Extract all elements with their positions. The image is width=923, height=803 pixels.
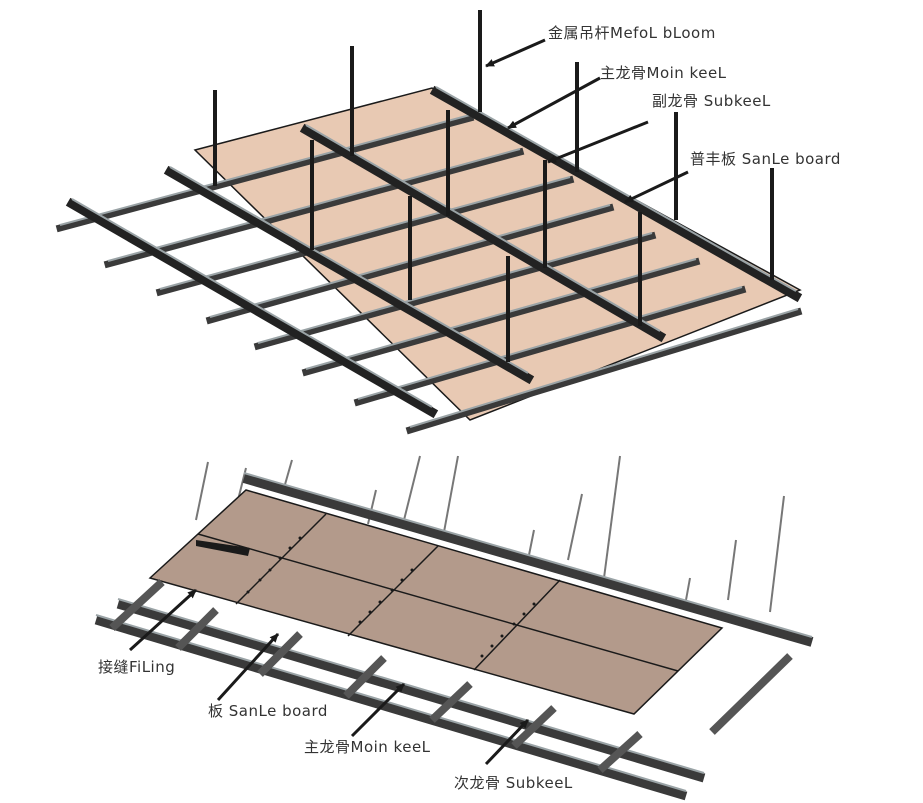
bottom-sub-keel: [597, 731, 643, 773]
label-board-bottom: 板 SanLe board: [208, 702, 328, 720]
label-sub-keel-bottom: 次龙骨 SubkeeL: [454, 774, 573, 792]
label-main-keel-top: 主龙骨Moin keeL: [600, 64, 727, 82]
bottom-sub-keel: [511, 705, 557, 749]
board-arrow-bottom: [216, 632, 280, 702]
label-sub-keel-top: 副龙骨 SubkeeL: [652, 92, 771, 110]
bottom-sub-keel: [257, 631, 303, 677]
top-sub-keel: [405, 307, 803, 435]
top-sub-keel: [301, 257, 701, 377]
label-hanger-rod: 金属吊杆MefoL bLoom: [548, 24, 716, 42]
bottom-sub-keel: [175, 607, 219, 651]
board-arrow: [624, 170, 689, 204]
top-main-keels: [65, 85, 803, 419]
bottom-main-keels: [94, 599, 706, 801]
bottom-leader-arrows: [128, 588, 530, 766]
filling-arrow: [128, 588, 198, 652]
top-main-keel: [163, 165, 535, 385]
sub-keel-arrow: [547, 120, 649, 164]
bottom-sub-keel: [109, 579, 165, 631]
top-sub-keel: [253, 231, 657, 351]
bottom-main-keel: [116, 599, 706, 783]
bottom-board-screws: [246, 536, 536, 658]
main-keel-arrow: [507, 76, 601, 130]
top-main-keel: [299, 123, 667, 343]
sub-keel-arrow-bottom: [484, 718, 530, 766]
bottom-sub-keel: [429, 681, 473, 723]
top-main-keel: [65, 197, 439, 419]
label-board-top: 普丰板 SanLe board: [690, 150, 841, 168]
top-ceiling-diagram: 金属吊杆MefoL bLoom 主龙骨Moin keeL 副龙骨 SubkeeL…: [55, 10, 841, 435]
bottom-sub-keel: [709, 653, 793, 735]
top-sub-keel: [155, 175, 575, 297]
top-main-keel: [429, 85, 803, 303]
hanger-rod-arrow: [485, 38, 546, 68]
top-main-keel-highlights: [71, 86, 797, 408]
bottom-main-keel: [94, 615, 688, 801]
bottom-ceiling-diagram: 接缝FiLing 板 SanLe board 主龙骨Moin keeL 次龙骨 …: [94, 455, 814, 801]
top-leader-arrows: [485, 38, 689, 204]
main-keel-arrow-bottom: [350, 682, 406, 738]
filling-seam-pointer: [196, 540, 250, 556]
bottom-sub-keels: [109, 579, 793, 773]
bottom-sub-keel: [343, 655, 387, 699]
top-sub-keel: [353, 285, 747, 407]
top-sub-keel: [55, 113, 475, 233]
label-filling: 接缝FiLing: [98, 658, 175, 676]
label-main-keel-bottom: 主龙骨Moin keeL: [304, 738, 431, 756]
bottom-edge-keel: [242, 473, 814, 647]
top-hanger-rods: [213, 10, 774, 362]
